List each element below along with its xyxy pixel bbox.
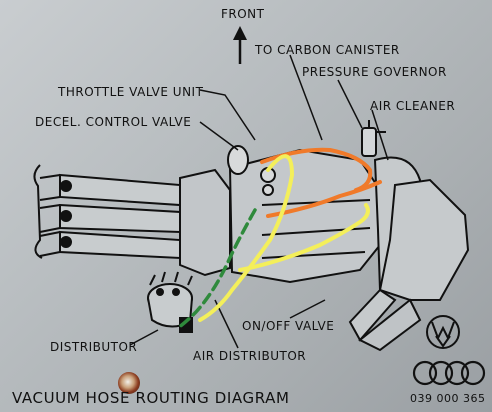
pressure-governor [361, 120, 386, 157]
part-number: 039 000 365 [410, 392, 486, 405]
leader-lines [129, 54, 389, 349]
label-air-distributor: AIR DISTRIBUTOR [193, 349, 307, 363]
intake-manifold [33, 164, 231, 277]
front-arrow-icon [233, 26, 247, 64]
label-air-cleaner: AIR CLEANER [370, 99, 456, 113]
label-carbon-canister: TO CARBON CANISTER [255, 43, 400, 57]
label-decel-control-valve: DECEL. CONTROL VALVE [35, 115, 192, 129]
orange-hose-upper [260, 147, 373, 192]
label-throttle-valve-unit: THROTTLE VALVE UNIT [58, 85, 204, 99]
intake-plenum [227, 145, 381, 284]
diagram-title: VACUUM HOSE ROUTING DIAGRAM [12, 389, 290, 407]
yellow-hose-left [198, 154, 295, 322]
label-distributor: DISTRIBUTOR [50, 340, 138, 354]
vw-logo-icon [426, 315, 460, 349]
orange-hose-lower [266, 180, 382, 218]
green-hose [176, 208, 257, 330]
audi-rings-icon [412, 360, 486, 386]
vacuum-hoses [176, 147, 382, 330]
mounting-hole [118, 372, 140, 394]
air-cleaner [348, 156, 470, 352]
distributor [147, 271, 193, 333]
label-front: FRONT [221, 7, 265, 21]
label-pressure-governor: PRESSURE GOVERNOR [302, 65, 447, 79]
yellow-hose-right [238, 203, 370, 272]
label-on-off-valve: ON/OFF VALVE [242, 319, 335, 333]
